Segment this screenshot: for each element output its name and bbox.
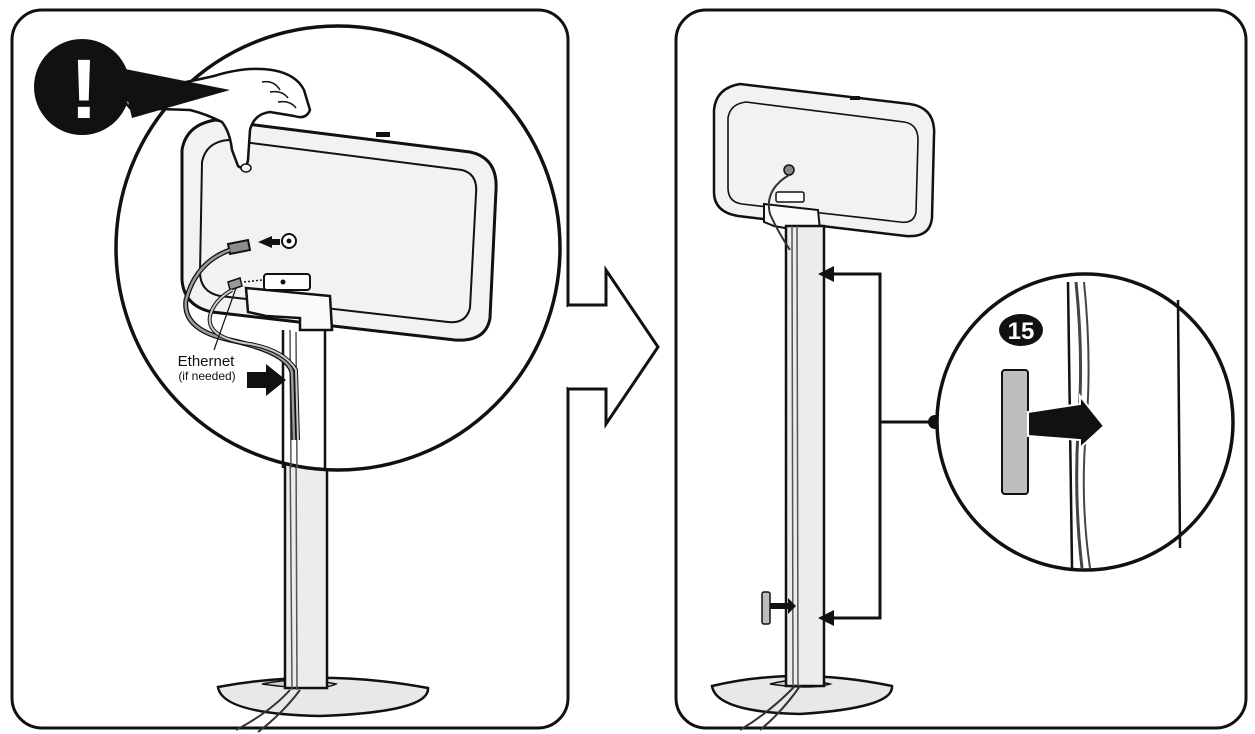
speaker-rear-left: [180, 118, 498, 342]
warning-symbol: !: [70, 42, 98, 136]
warning-callout: !: [34, 39, 230, 136]
next-step-arrow-icon: [568, 265, 660, 429]
magnifier-left: [114, 24, 562, 472]
cable-cover-part: [1001, 369, 1029, 495]
ethernet-callout-line: [213, 287, 237, 351]
push-arrow-icon: [247, 364, 286, 396]
mount-bracket-right: [763, 191, 822, 231]
ethernet-label: Ethernet: [178, 353, 236, 370]
right-panel: 15: [674, 8, 1248, 731]
warning-exclamation-icon: [34, 39, 130, 135]
speaker-rear-right: [712, 82, 936, 238]
cable-cover-small: [761, 591, 796, 625]
ethernet-cable-left: [207, 277, 300, 441]
part-number: 15: [1008, 318, 1035, 345]
stand-pole-left: [283, 438, 329, 691]
cables-left: [235, 689, 301, 733]
power-plug-left: [183, 238, 297, 441]
power-port-left: [281, 233, 297, 249]
plug-insert-arrow: [258, 236, 280, 248]
ethernet-label-note: (if needed): [178, 369, 235, 383]
mount-bracket-left: [244, 273, 334, 332]
cables-right: [739, 174, 801, 731]
stand-pole-right: [784, 224, 826, 688]
magnifier-right: 15: [935, 272, 1235, 572]
left-panel: Ethernet (if needed) !: [10, 8, 570, 733]
part-number-badge: [999, 314, 1043, 346]
